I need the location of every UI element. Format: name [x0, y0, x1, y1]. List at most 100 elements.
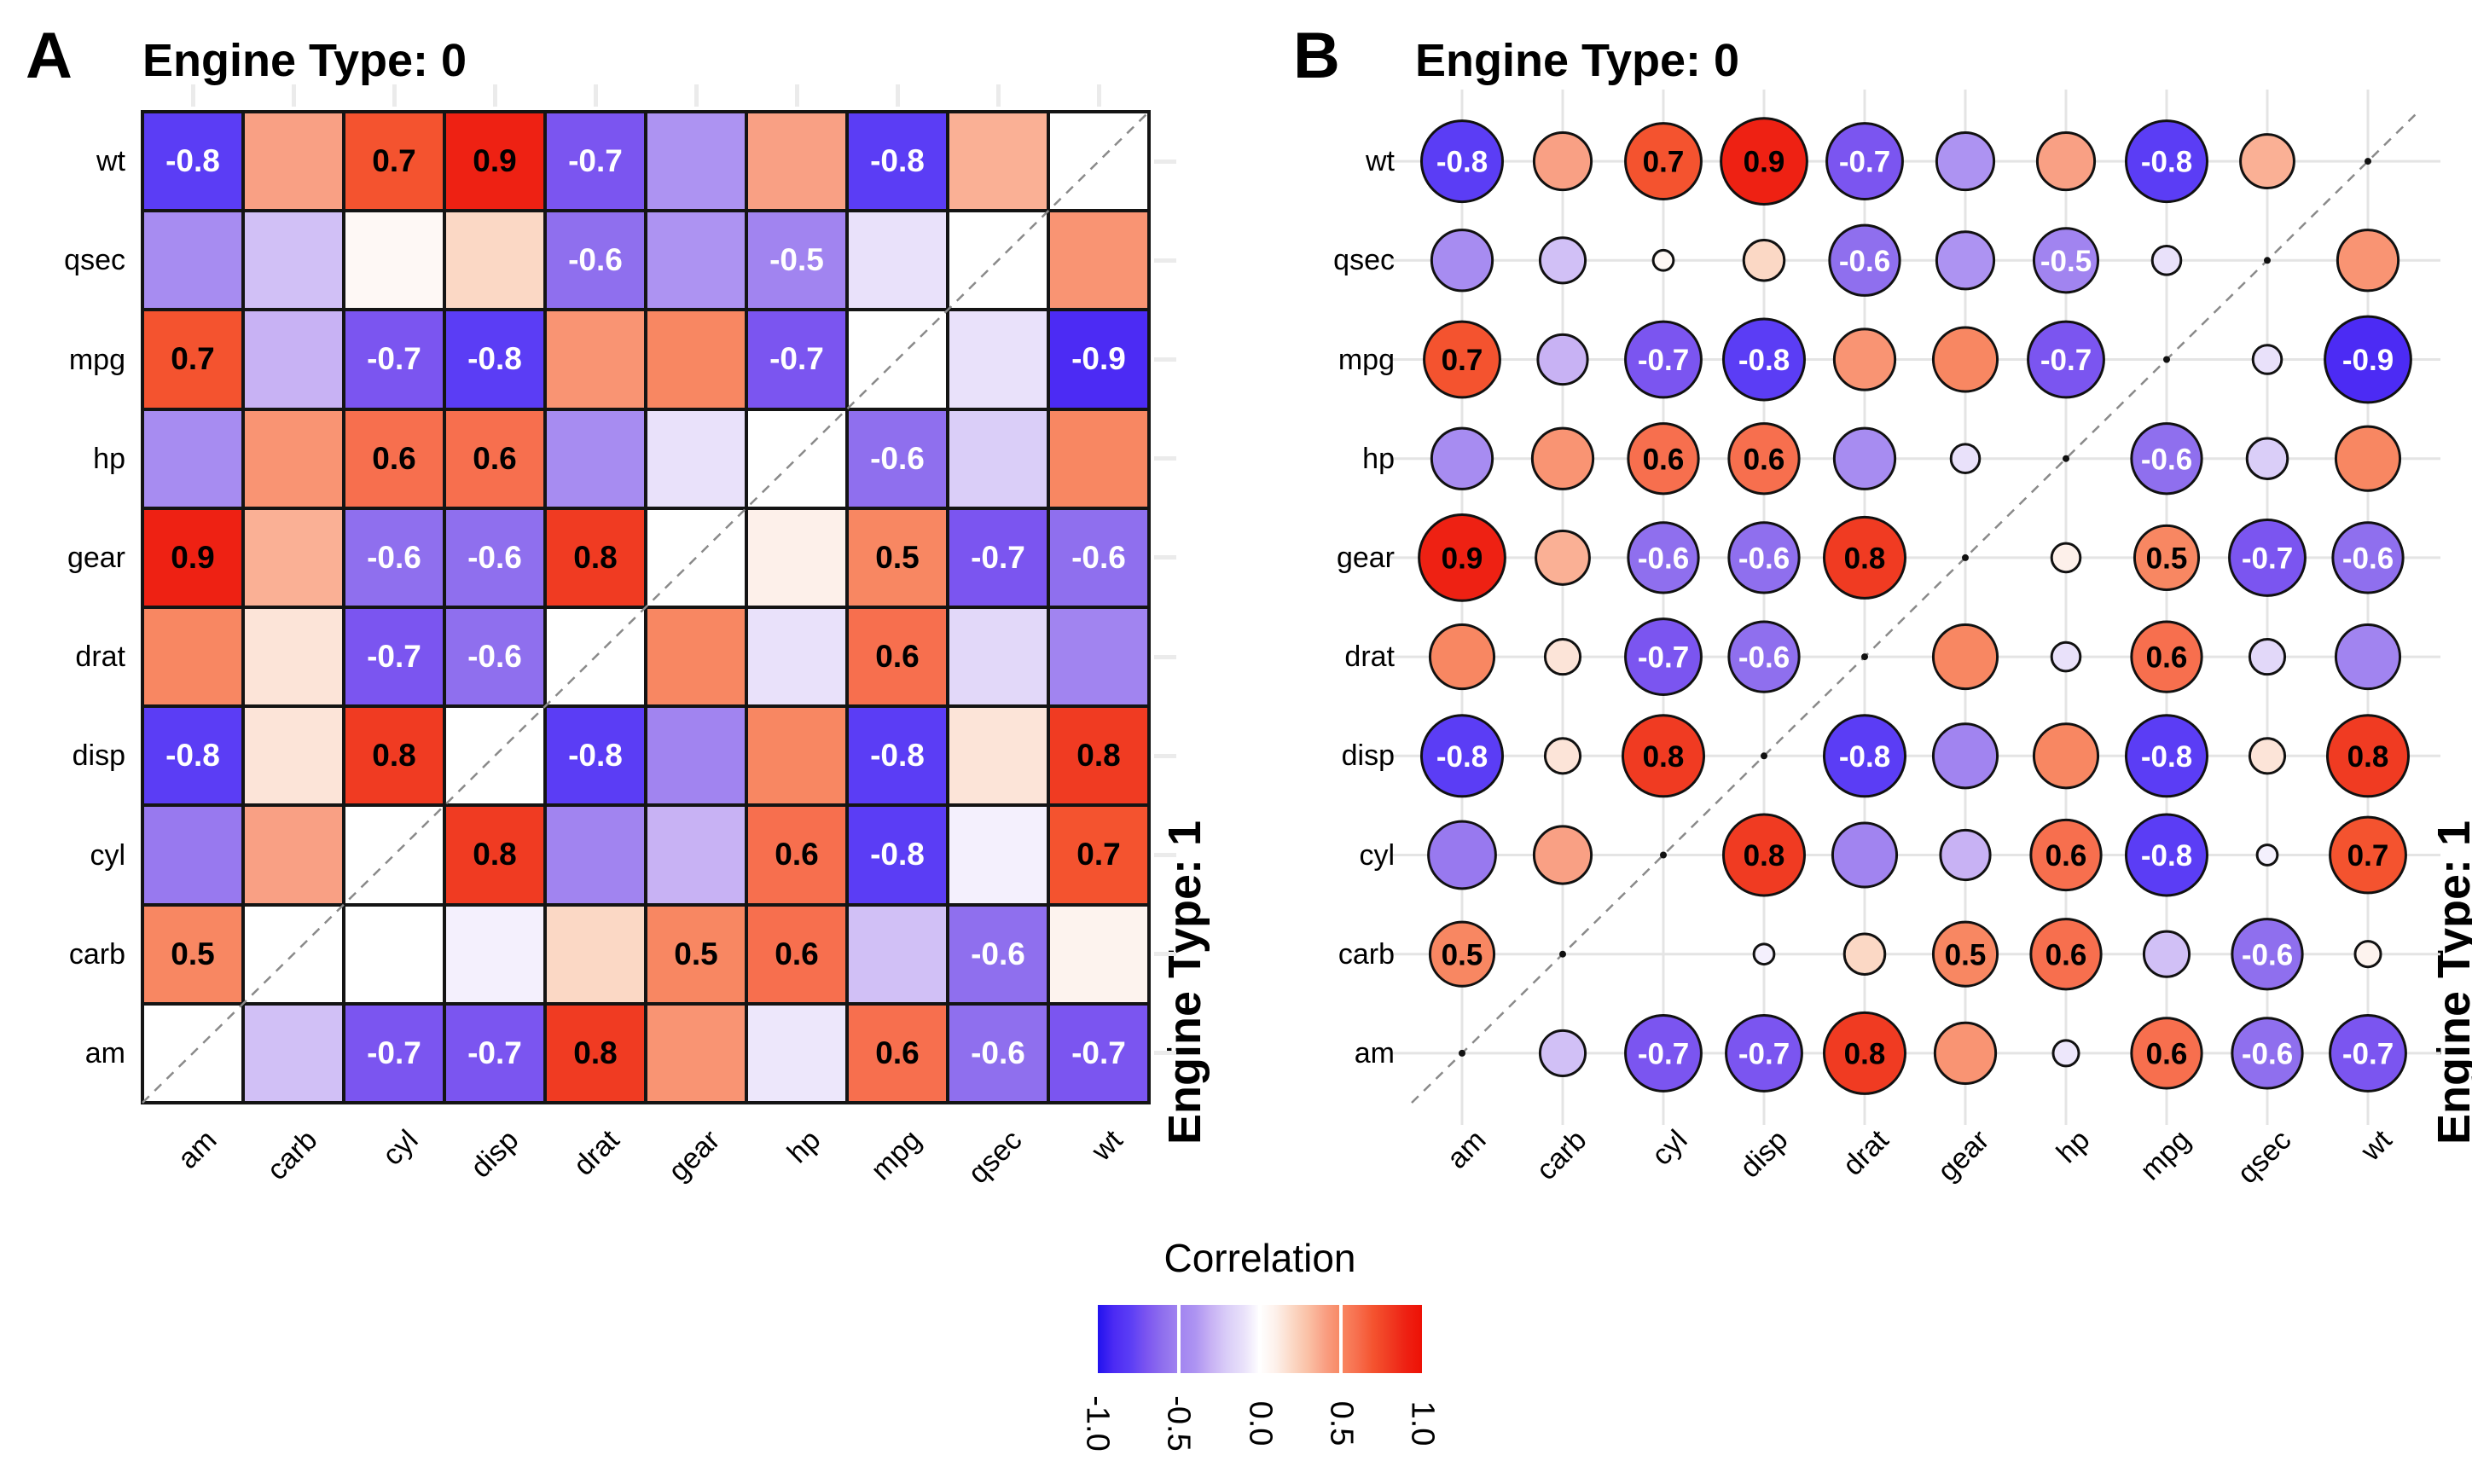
- circle-gear-carb: [1535, 529, 1591, 586]
- tile-cyl-hp: 0.6: [746, 805, 847, 905]
- circle-gear-wt: [2331, 521, 2405, 594]
- circle-qsec-drat: [1828, 223, 1901, 297]
- axis-tick: [492, 84, 497, 107]
- legend-tick-mark: [1339, 1305, 1343, 1373]
- panel-b-xaxis-label-hp: hp: [2050, 1123, 2097, 1170]
- legend-tick-label: 0.5: [1322, 1400, 1359, 1446]
- axis-tick: [1154, 456, 1176, 461]
- circle-gear-hp: [2050, 542, 2082, 574]
- circle-cyl-drat: [1831, 821, 1899, 889]
- circle-am-gear: [1933, 1021, 1998, 1086]
- circle-disp-mpg: [2125, 714, 2208, 798]
- circle-value-label: -0.8: [1436, 146, 1488, 179]
- tile-disp-gear: [646, 706, 746, 806]
- panel-a-yaxis-label-mpg: mpg: [68, 343, 125, 376]
- circle-cyl-hp: [2029, 818, 2103, 892]
- axis-tick: [291, 84, 296, 107]
- tile-hp-hp: [746, 409, 847, 508]
- circle-am-hp: [2051, 1039, 2080, 1068]
- panel-a-yaxis-label-gear: gear: [67, 541, 125, 574]
- circle-wt-mpg: [2125, 119, 2208, 204]
- circle-value-label: 0.8: [2347, 740, 2389, 774]
- panel-b-xaxis-label-wt: wt: [2354, 1123, 2399, 1168]
- tile-wt-gear: [646, 112, 746, 212]
- tile-wt-hp: [746, 112, 847, 212]
- circle-value-label: 0.7: [2347, 839, 2389, 872]
- tile-value-label: -0.6: [568, 242, 623, 278]
- tile-wt-drat: -0.7: [545, 112, 646, 212]
- tile-drat-cyl: -0.7: [344, 607, 444, 707]
- circle-qsec-carb: [1538, 236, 1587, 285]
- circle-hp-qsec: [2245, 437, 2289, 480]
- circle-value-label: -0.8: [2141, 740, 2192, 774]
- circle-hp-wt: [2334, 425, 2402, 492]
- circle-mpg-drat: [1832, 328, 1897, 391]
- circle-qsec-mpg: [2150, 245, 2183, 276]
- panel-a-xaxis-label-disp: disp: [464, 1123, 525, 1185]
- circle-value-label: -0.6: [1738, 542, 1790, 576]
- panel-b-yaxis-label-qsec: qsec: [1333, 244, 1395, 277]
- tile-gear-hp: [746, 507, 847, 607]
- circle-gear-disp: [1727, 521, 1801, 594]
- tile-carb-carb: [243, 904, 344, 1004]
- axis-tick: [1154, 159, 1176, 164]
- legend-tick-label: 0.0: [1241, 1400, 1278, 1446]
- tile-value-label: 0.9: [473, 143, 517, 179]
- panel-a-letter: A: [26, 20, 73, 92]
- panel-a-xaxis-label-mpg: mpg: [864, 1123, 928, 1187]
- circle-wt-qsec: [2239, 133, 2295, 190]
- circle-mpg-gear: [1931, 326, 1999, 393]
- circle-wt-hp: [2035, 131, 2097, 192]
- tile-hp-drat: [545, 409, 646, 508]
- legend-tick-label: -1.0: [1079, 1395, 1116, 1452]
- tile-value-label: 0.6: [775, 837, 819, 872]
- tile-value-label: -0.7: [367, 639, 421, 675]
- axis-tick: [593, 84, 598, 107]
- tile-hp-cyl: 0.6: [344, 409, 444, 508]
- circle-value-label: -0.7: [2040, 344, 2092, 377]
- circle-value-label: 0.9: [1442, 542, 1483, 576]
- tile-gear-disp: -0.6: [444, 507, 545, 607]
- tile-value-label: 0.8: [573, 1035, 618, 1070]
- tile-value-label: 0.9: [171, 539, 215, 575]
- panel-b-xaxis-label-mpg: mpg: [2133, 1123, 2197, 1187]
- axis-tick: [995, 84, 1001, 107]
- tile-wt-am: -0.8: [142, 112, 243, 212]
- axis-tick: [1096, 84, 1101, 107]
- tile-carb-qsec: -0.6: [948, 904, 1048, 1004]
- circle-disp-am: [1420, 714, 1504, 798]
- tile-cyl-mpg: -0.8: [847, 805, 948, 905]
- circle-cyl-mpg: [2125, 813, 2208, 897]
- tile-value-label: -0.8: [870, 837, 925, 872]
- circle-drat-qsec: [2248, 638, 2287, 676]
- tile-value-label: 0.8: [1076, 738, 1121, 774]
- tile-am-am: [142, 1003, 243, 1103]
- tile-qsec-carb: [243, 211, 344, 310]
- axis-tick: [1154, 952, 1176, 957]
- tile-wt-disp: 0.9: [444, 112, 545, 212]
- circle-am-mpg: [2130, 1017, 2203, 1090]
- tile-mpg-am: 0.7: [142, 310, 243, 409]
- tile-hp-mpg: -0.6: [847, 409, 948, 508]
- tile-am-cyl: -0.7: [344, 1003, 444, 1103]
- panel-b-xaxis-label-drat: drat: [1837, 1123, 1895, 1182]
- tile-value-label: -0.7: [367, 341, 421, 377]
- circle-carb-hp: [2029, 918, 2103, 991]
- tile-value-label: -0.6: [467, 639, 522, 675]
- circle-value-label: -0.5: [2040, 245, 2092, 278]
- circle-value-label: -0.7: [2242, 542, 2293, 576]
- panel-b-yaxis-label-mpg: mpg: [1338, 343, 1395, 376]
- tile-value-label: -0.7: [971, 539, 1025, 575]
- tile-wt-wt: [1048, 112, 1149, 212]
- tile-value-label: -0.7: [367, 1035, 421, 1070]
- panel-a-xaxis-label-wt: wt: [1085, 1123, 1129, 1168]
- tile-hp-disp: 0.6: [444, 409, 545, 508]
- circle-disp-drat: [1823, 714, 1906, 798]
- panel-a-xaxis-label-hp: hp: [780, 1123, 827, 1170]
- circle-carb-drat: [1842, 932, 1887, 976]
- circle-mpg-hp: [2027, 320, 2105, 399]
- circle-value-label: -0.6: [2242, 938, 2293, 971]
- legend-title: Correlation: [1163, 1236, 1356, 1280]
